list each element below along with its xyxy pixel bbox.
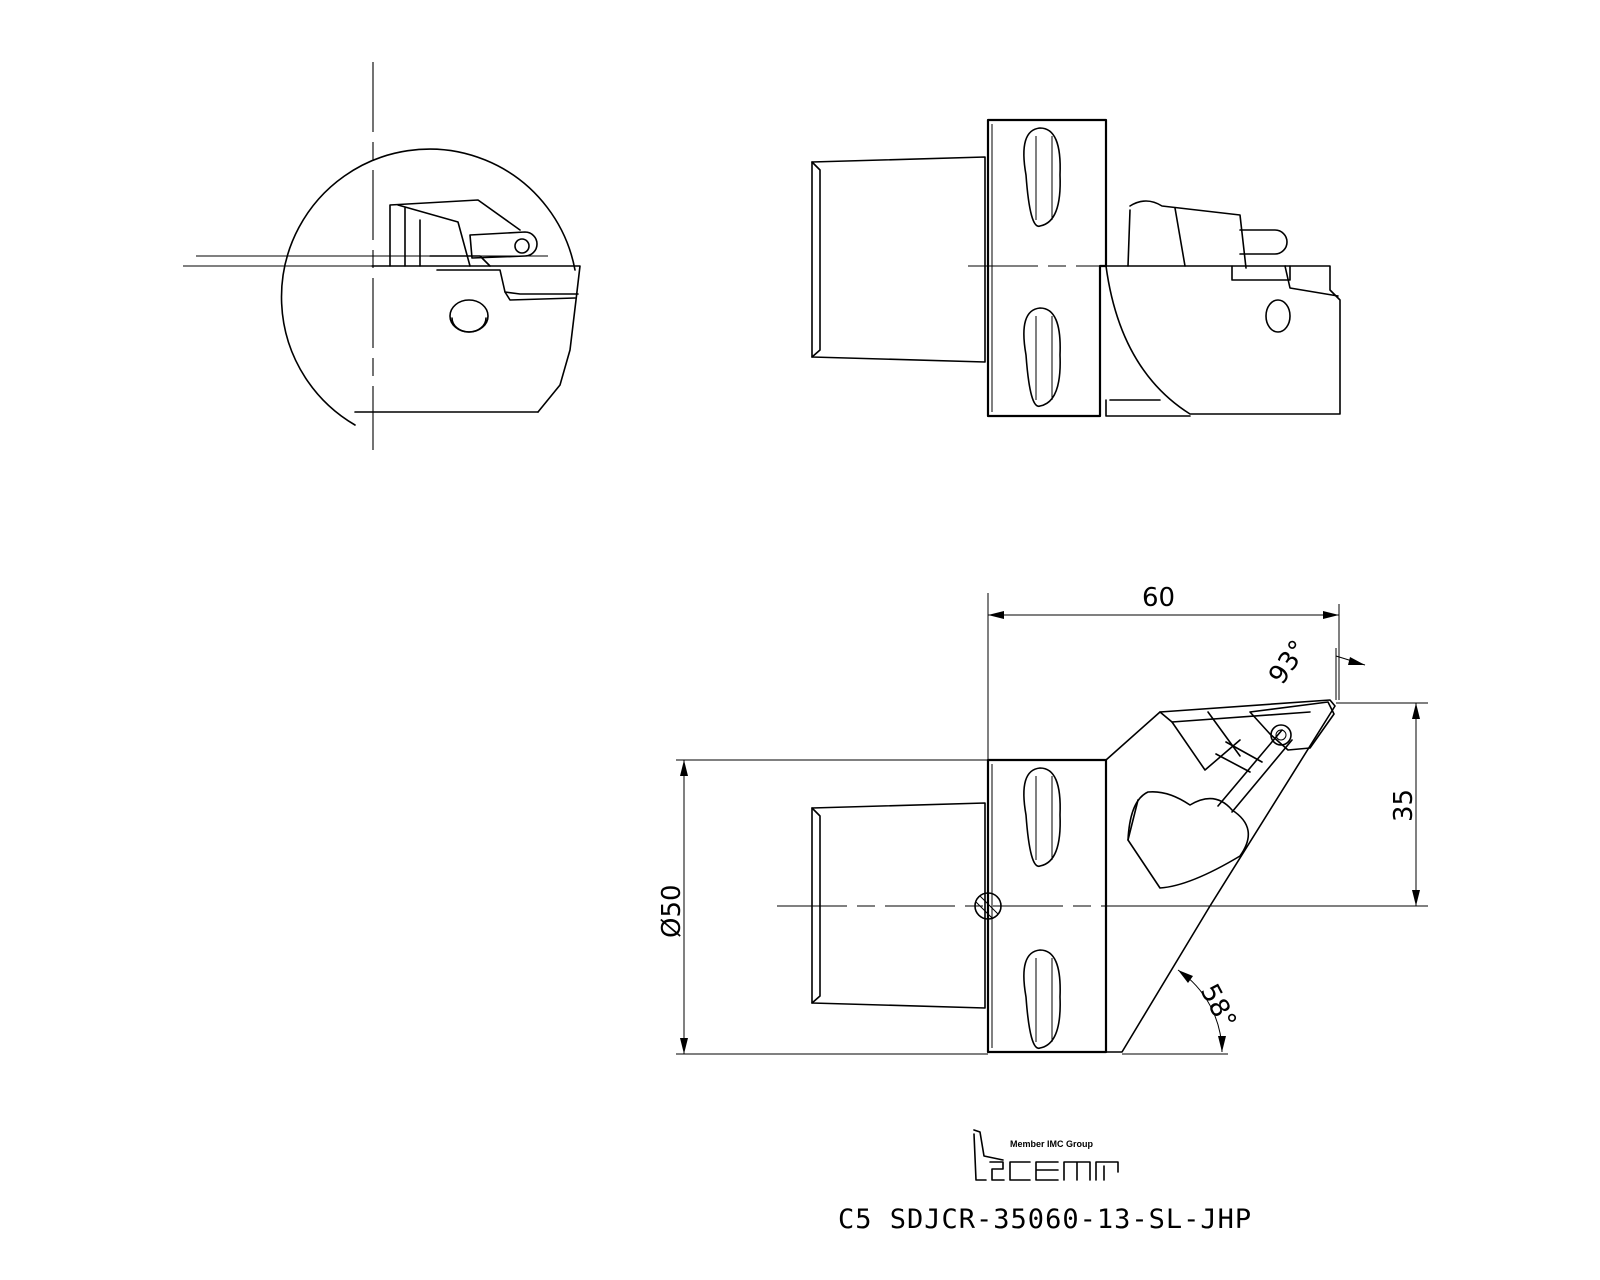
iscar-logo (974, 1130, 1118, 1180)
side-view (812, 120, 1340, 416)
dimension-height-35: 35 (1389, 789, 1419, 822)
end-view (183, 62, 580, 450)
part-number-label: C5 SDJCR-35060-13-SL-JHP (838, 1204, 1253, 1235)
dimension-diameter-50: Ø50 (657, 884, 687, 938)
dimension-length-60: 60 (1142, 583, 1175, 613)
flange-slot-upper (1024, 128, 1060, 226)
top-view (777, 700, 1420, 1052)
dimension-angle-58: 58° (1194, 979, 1242, 1034)
flange-slot-bottom (1024, 950, 1060, 1048)
brand-tagline: Member IMC Group (1010, 1139, 1094, 1149)
dimension-angle-93: 93° (1263, 635, 1314, 690)
dimension-lines (676, 593, 1428, 1054)
flange-slot-lower (1024, 308, 1060, 406)
flange-slot-top (1024, 768, 1060, 866)
